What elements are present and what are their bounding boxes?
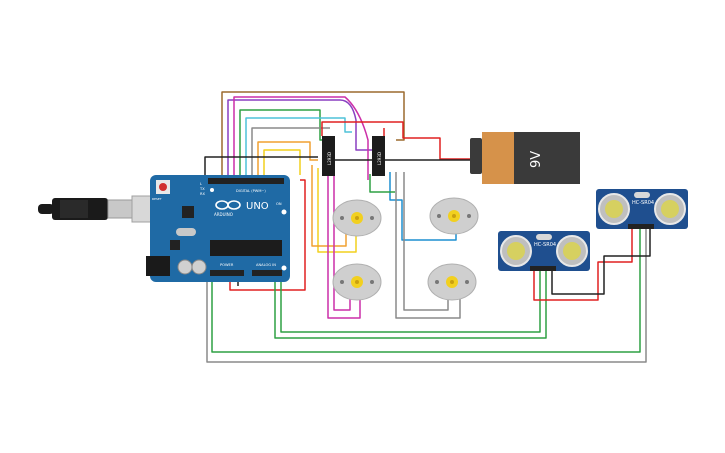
motor-driver-2-body	[372, 136, 385, 176]
motor-driver-1-label: L293D	[327, 152, 332, 165]
wire-magenta-top[interactable]	[233, 96, 369, 180]
digital-header[interactable]	[208, 178, 284, 184]
crystal	[176, 228, 196, 236]
motor-2-screw-right	[467, 214, 471, 218]
sensor-1-label: HC-SR04	[534, 242, 556, 248]
capacitor-1	[177, 259, 193, 275]
atmega-chip	[210, 240, 282, 256]
battery-body	[514, 132, 580, 184]
motor-1-screw-left	[340, 216, 344, 220]
motor-driver-1-body	[322, 136, 335, 176]
wire-gray-top[interactable]	[251, 127, 330, 178]
motor-driver-1[interactable]: L293D	[322, 136, 335, 176]
wire-magenta-motor-2[interactable]	[333, 176, 351, 311]
wire-purple[interactable]	[227, 99, 372, 178]
usb-cable	[38, 195, 155, 223]
wire-orange[interactable]	[257, 141, 318, 178]
motor-3-shaft-center	[355, 280, 359, 284]
reset-label: RESET	[152, 197, 162, 201]
motor-1-screw-right	[370, 216, 374, 220]
usb-plug-grip	[60, 200, 88, 218]
usb-chip	[182, 206, 194, 218]
wire-orange-motor[interactable]	[311, 165, 347, 247]
motor-4-screw-right	[465, 280, 469, 284]
sensor-2-transducer-right-inner	[661, 200, 679, 218]
sensor-2-transducer-left-inner	[605, 200, 623, 218]
battery-label: 9V	[529, 151, 544, 168]
battery-9v[interactable]: 9V	[470, 132, 580, 184]
analog-label: ANALOG IN	[256, 263, 276, 267]
wires	[204, 91, 651, 363]
motor-3-screw-left	[340, 280, 344, 284]
wire-gray-bottom[interactable]	[206, 228, 647, 363]
motor-driver-2[interactable]: L293D	[372, 136, 385, 176]
arduino-model: UNO	[246, 201, 269, 212]
wire-gray-motor-2[interactable]	[403, 172, 449, 311]
sensor-1-crystal	[536, 234, 552, 240]
mount-hole-3	[210, 188, 214, 192]
sensor-2-crystal	[634, 192, 650, 198]
wire-brown-top[interactable]	[221, 91, 405, 178]
battery-cap	[482, 132, 514, 184]
motor-4-shaft-center	[450, 280, 454, 284]
wire-cyan[interactable]	[245, 117, 352, 178]
wire-gray-motor[interactable]	[395, 172, 461, 319]
motor-driver-2-label: L293D	[377, 152, 382, 165]
motor-3[interactable]	[332, 263, 382, 301]
motor-4[interactable]	[427, 263, 477, 301]
wire-green-top[interactable]	[239, 109, 330, 178]
arduino-brand: ARDUINO	[214, 212, 233, 217]
motor-1-shaft-center	[355, 216, 359, 220]
sensor-2-pin-header[interactable]	[628, 224, 654, 229]
motor-3-screw-right	[370, 280, 374, 284]
wire-green-bottom[interactable]	[211, 228, 641, 353]
mount-hole-1	[281, 209, 287, 215]
ultrasonic-sensor-2[interactable]: HC-SR04	[596, 189, 688, 229]
tx-label: TX	[199, 187, 205, 191]
motor-1[interactable]	[332, 199, 382, 237]
usb-plug-tip	[38, 204, 54, 214]
regulator	[170, 240, 180, 250]
wire-red-battery[interactable]	[321, 121, 474, 160]
rx-label: RX	[200, 192, 205, 196]
arduino-logo-icon	[215, 200, 241, 210]
motor-4-screw-left	[435, 280, 439, 284]
l-label: L	[200, 182, 202, 186]
sensor-1-transducer-right-inner	[563, 242, 581, 260]
mount-hole-2	[281, 265, 287, 271]
motor-2-shaft-center	[452, 214, 456, 218]
wire-red-power[interactable]	[229, 179, 306, 291]
sensor-1-pin-header[interactable]	[530, 266, 556, 271]
sensor-1-transducer-left-inner	[507, 242, 525, 260]
wire-yellow-motor[interactable]	[317, 168, 357, 253]
analog-header[interactable]	[252, 270, 282, 276]
wire-blue-motor[interactable]	[389, 172, 457, 241]
arduino-uno[interactable]: UNO ARDUINO DIGITAL (PWM~) POWER ANALOG …	[146, 175, 290, 282]
digital-label: DIGITAL (PWM~)	[236, 189, 266, 193]
sensor-2-label: HC-SR04	[632, 200, 654, 206]
battery-terminal	[470, 138, 482, 174]
wire-magenta-motor[interactable]	[327, 176, 361, 319]
motor-2-screw-left	[437, 214, 441, 218]
power-header[interactable]	[210, 270, 244, 276]
wire-yellow[interactable]	[263, 149, 301, 178]
usb-connector	[107, 199, 133, 219]
reset-button-cap	[159, 183, 167, 191]
on-label: ON	[276, 202, 282, 206]
wire-black-sensor1[interactable]	[551, 228, 651, 295]
wire-green-motor[interactable]	[369, 174, 395, 193]
capacitor-2	[191, 259, 207, 275]
motor-2[interactable]	[429, 197, 479, 235]
wire-black-top[interactable]	[204, 156, 318, 180]
power-label: POWER	[220, 263, 234, 267]
dc-jack	[146, 256, 170, 276]
ultrasonic-sensor-1[interactable]: HC-SR04	[498, 231, 590, 271]
